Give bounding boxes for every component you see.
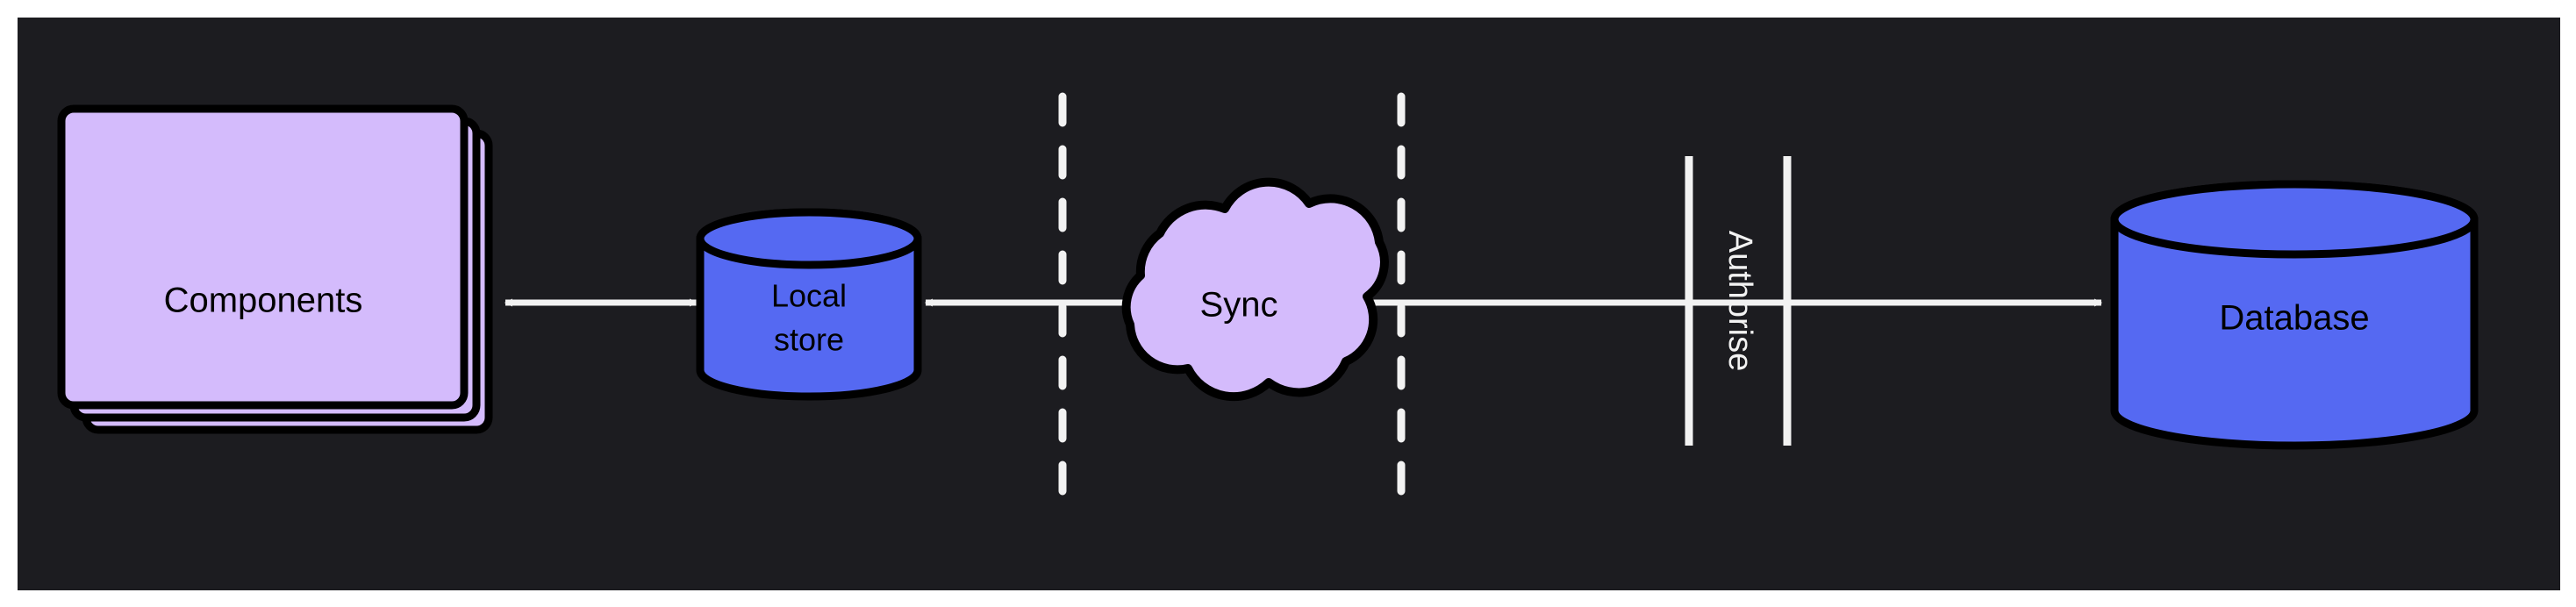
- node-local-store[interactable]: Local store: [696, 208, 922, 401]
- local-store-label-line2: store: [774, 322, 844, 358]
- local-store-label-line1: Local: [771, 278, 847, 314]
- database-top-ellipse: [2110, 180, 2479, 259]
- node-components[interactable]: Components: [57, 104, 493, 434]
- components-label: Components: [164, 282, 363, 320]
- sync-cloud-shape: [1121, 177, 1389, 402]
- components-card-front: [57, 104, 469, 410]
- local-store-top-ellipse: [696, 208, 922, 269]
- authorise-label: Authorise: [1721, 231, 1758, 372]
- database-label: Database: [2219, 299, 2369, 338]
- node-database[interactable]: Database: [2110, 180, 2479, 450]
- sync-label: Sync: [1200, 286, 1278, 325]
- authorise-gate: Authorise: [1685, 156, 1792, 446]
- node-sync[interactable]: Sync: [1121, 177, 1389, 402]
